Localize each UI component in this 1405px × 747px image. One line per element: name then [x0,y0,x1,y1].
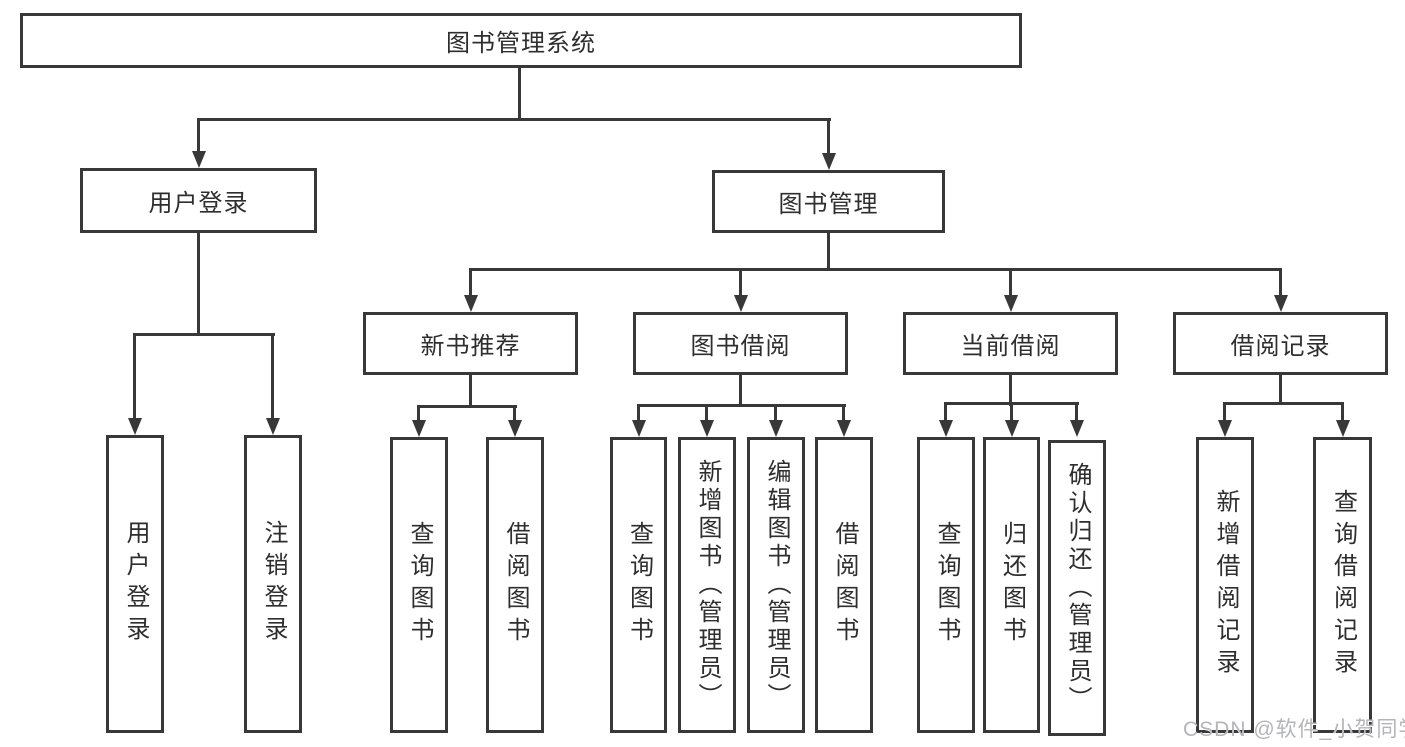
arrowhead-book-management [822,153,836,170]
leaf-user-login: 用户登录 [106,435,164,733]
rail-level3 [469,268,1282,271]
rail-user-login [133,333,275,336]
leaf-borrow-query-books-label: 查询图书 [625,521,653,649]
trunk-book-management [827,233,830,271]
node-new-book-recommend: 新书推荐 [363,312,578,375]
leaf-current-query-books: 查询图书 [917,437,975,733]
leaf-current-confirm-return-admin-label: 确认归还（管理员） [1064,462,1091,714]
stub-current-borrow [1009,268,1012,298]
trunk-root [518,68,521,120]
leaf-borrow-edit-books-admin: 编辑图书（管理员） [747,437,805,733]
arrowhead-current-confirm [1070,420,1084,437]
arrowhead-book-borrow [734,295,748,312]
stub-records-query [1341,402,1344,422]
node-book-management-system-label: 图书管理系统 [446,30,596,57]
stub-newbook-borrow [513,405,516,422]
leaf-newbook-query-books: 查询图书 [390,437,448,733]
arrowhead-new-book [464,295,478,312]
leaf-newbook-borrow-books: 借阅图书 [486,437,544,733]
node-book-management-label: 图书管理 [778,191,879,218]
leaf-borrow-borrow-books-label: 借阅图书 [831,521,858,649]
stub-newbook-query [417,405,420,422]
arrowhead-records-query [1336,420,1350,437]
arrowhead-current-return [1005,420,1019,437]
stub-leaf-user-login [133,333,136,421]
leaf-current-query-books-label: 查询图书 [933,521,960,649]
rail-level2 [197,118,831,121]
arrowhead-newbook-borrow [508,420,522,437]
leaf-records-add-record: 新增借阅记录 [1196,437,1254,733]
stub-book-borrow [739,268,742,298]
stub-current-confirm [1075,402,1078,422]
leaf-user-login-label: 用户登录 [122,520,149,648]
arrowhead-newbook-query [412,420,426,437]
arrowhead-borrow-records [1274,295,1288,312]
trunk-user-login [197,233,200,336]
trunk-current-borrow [1009,375,1012,406]
node-user-login: 用户登录 [80,168,317,233]
stub-current-return [1010,402,1013,422]
leaf-borrow-add-books-admin: 新增图书（管理员） [678,437,736,733]
stub-book-management [827,118,830,156]
leaf-current-confirm-return-admin: 确认归还（管理员） [1048,440,1106,736]
arrowhead-borrow-add [700,420,714,437]
arrowhead-current-borrow [1004,295,1018,312]
arrowhead-leaf-logout [266,418,280,435]
arrowhead-leaf-user-login [128,418,142,435]
stub-borrow-records [1279,268,1282,298]
stub-borrow-query [637,404,640,422]
leaf-borrow-borrow-books: 借阅图书 [815,437,873,733]
leaf-records-query-record-label: 查询借阅记录 [1329,489,1357,681]
leaf-current-return-books-label: 归还图书 [998,521,1026,649]
node-current-borrowing-label: 当前借阅 [960,333,1061,360]
leaf-logout-label: 注销登录 [260,520,287,648]
arrowhead-borrow-edit [769,420,783,437]
rail-book-borrow [637,404,846,407]
trunk-new-book [469,375,472,408]
arrowhead-borrow-borrow [837,420,851,437]
stub-leaf-logout [271,333,274,421]
arrowhead-records-add [1218,420,1232,437]
trunk-borrow-records [1279,375,1282,405]
stub-borrow-edit [774,404,777,422]
node-user-login-label: 用户登录 [148,190,249,217]
node-new-book-recommend-label: 新书推荐 [420,333,521,360]
leaf-borrow-add-books-admin-label: 新增图书（管理员） [694,459,721,711]
stub-records-add [1223,402,1226,422]
leaf-newbook-borrow-books-label: 借阅图书 [502,521,529,649]
leaf-borrow-edit-books-admin-label: 编辑图书（管理员） [763,459,790,711]
node-current-borrowing: 当前借阅 [903,312,1118,375]
leaf-current-return-books: 归还图书 [983,437,1040,733]
arrowhead-user-login [192,151,206,168]
node-borrow-records-label: 借阅记录 [1230,333,1331,360]
leaf-records-add-record-label: 新增借阅记录 [1212,489,1239,681]
node-book-management: 图书管理 [712,170,945,233]
stub-current-query [944,402,947,422]
leaf-newbook-query-books-label: 查询图书 [406,521,433,649]
trunk-book-borrow [739,375,742,407]
csdn-watermark: CSDN @软件_小贺同学 [1183,718,1405,741]
stub-new-book [469,268,472,298]
rail-new-book [418,405,517,408]
stub-borrow-add [705,404,708,422]
leaf-logout: 注销登录 [244,435,302,733]
stub-user-login [197,118,200,156]
rail-borrow-records [1223,402,1344,405]
leaf-records-query-record: 查询借阅记录 [1313,437,1372,733]
leaf-borrow-query-books: 查询图书 [610,437,667,733]
node-borrow-records: 借阅记录 [1173,312,1388,375]
node-book-management-system: 图书管理系统 [20,13,1022,68]
node-book-borrowing-label: 图书借阅 [690,333,791,360]
node-book-borrowing: 图书借阅 [633,312,848,375]
stub-borrow-borrow [842,404,845,422]
arrowhead-borrow-query [632,420,646,437]
arrowhead-current-query [939,420,953,437]
